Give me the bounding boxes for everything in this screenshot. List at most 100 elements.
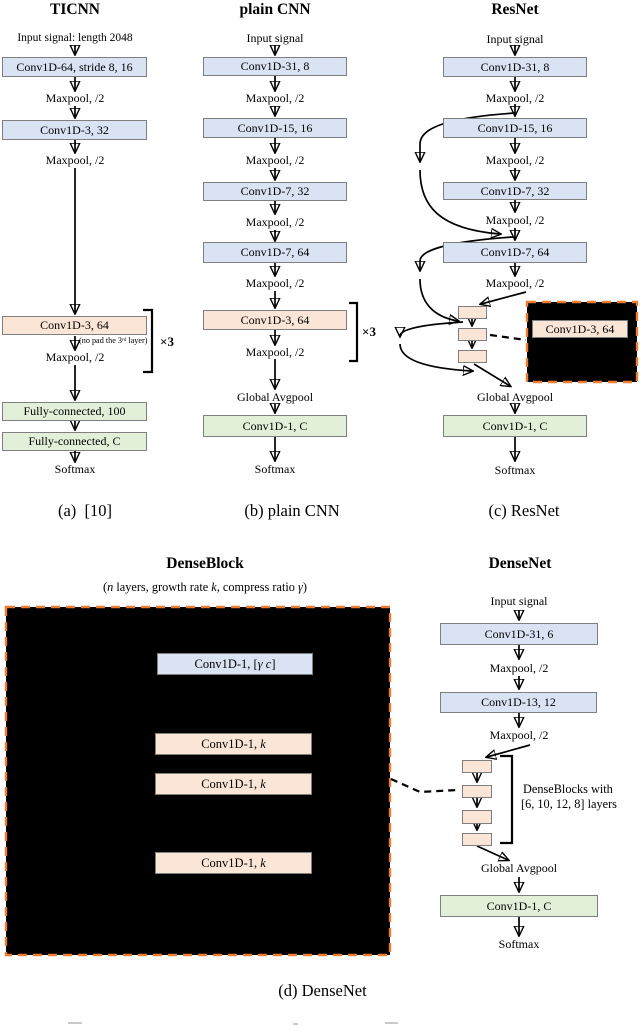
n-layers-brace	[313, 721, 333, 889]
denseblock-title: DenseBlock	[166, 555, 244, 572]
densenet-title: DenseNet	[488, 555, 552, 572]
ticnn-conv3-box: Conv1D-3, 64	[2, 316, 147, 335]
plain-cnn-title: plain CNN	[239, 1, 311, 18]
skip-connection-arc	[420, 112, 516, 161]
skip-connection-arc	[399, 343, 472, 371]
detail-dashed-link	[489, 333, 527, 342]
caption-c: (c) ResNet	[488, 501, 560, 520]
denseblocks-bracket	[500, 754, 514, 845]
ticnn-nopad-note: (no pad the 3ʳᵈ layer)	[79, 336, 148, 345]
denseblock-convk2-box: Conv1D-1, k	[155, 773, 312, 795]
resnet-arrows	[399, 45, 639, 460]
densenet-denseblock4	[462, 833, 492, 846]
densenet-softmax-label: Softmax	[498, 937, 540, 951]
resnet-resblock3	[458, 350, 487, 363]
plain-softmax-label: Softmax	[254, 462, 296, 476]
plain-pool4-label: Maxpool, /2	[245, 276, 305, 290]
ticnn-pool3-label: Maxpool, /2	[45, 350, 105, 364]
caption-b: (b) plain CNN	[244, 501, 340, 520]
resnet-pool4-label: Maxpool, /2	[485, 276, 545, 290]
denseblock-output-channels: ([ γ c]+nk channels)	[185, 917, 282, 931]
denseblock-input-label: Input (c channels)	[191, 622, 279, 636]
skip-connection-arc	[419, 278, 458, 321]
ticnn-conv2-box: Conv1D-3, 32	[2, 120, 147, 140]
resnet-pool2-label: Maxpool, /2	[485, 153, 545, 167]
resnet-conv1-box: Conv1D-31, 8	[443, 57, 587, 77]
densenet-gap-label: Global Avgpool	[480, 861, 558, 875]
cropped-text-artifact	[385, 1022, 398, 1024]
denseblock-dashed-link	[390, 777, 459, 794]
plain-gap-label: Global Avgpool	[236, 390, 314, 404]
plain-pool3-label: Maxpool, /2	[245, 215, 305, 229]
densenet-arrows	[390, 610, 531, 935]
plain-conv5-box: Conv1D-3, 64	[203, 310, 347, 330]
densenet-denseblock1	[462, 760, 492, 773]
densenet-blocks-label-1: DenseBlocks with	[523, 782, 613, 796]
dense-connection	[127, 743, 228, 764]
resnet-conv4-box: Conv1D-7, 64	[443, 242, 587, 263]
plain-conv2-box: Conv1D-15, 16	[203, 118, 347, 138]
ticnn-input-label: Input signal: length 2048	[17, 32, 133, 44]
repeat-bracket	[143, 308, 154, 374]
denseblock-convk3-box: Conv1D-1, k	[155, 852, 312, 874]
repeat-bracket	[349, 301, 359, 363]
denseblock-output-label: Output	[218, 902, 252, 916]
densenet-conv2-box: Conv1D-13, 12	[440, 692, 597, 713]
denseblock-compression-label: Channel Compression	[22, 655, 130, 669]
denseblock-subtitle: (n layers, growth rate k, compress ratio…	[103, 580, 307, 594]
denseblock-dense-label-1: Dense	[63, 884, 93, 898]
resnet-conv5-box: Conv1D-1, C	[443, 415, 587, 437]
plain-pool5-label: Maxpool, /2	[245, 345, 305, 359]
resnet-resblock1	[458, 306, 487, 319]
resnet-conv3-box: Conv1D-7, 32	[443, 182, 587, 200]
skip-connection-arc	[400, 321, 464, 336]
ticnn-title: TICNN	[50, 1, 100, 18]
skip-connection-arc	[419, 169, 500, 234]
resnet-conv2-box: Conv1D-15, 16	[443, 118, 587, 138]
plain-conv3-box: Conv1D-7, 32	[203, 182, 347, 201]
dense-connection	[151, 844, 236, 882]
denseblock-dense-label-2: connections	[49, 899, 107, 913]
resnet-resblock2	[458, 328, 487, 341]
densenet-input-label: Input signal	[490, 594, 548, 608]
ticnn-times3-label: ×3	[160, 334, 174, 349]
cropped-text-artifact	[293, 1023, 298, 1025]
ticnn-fc2-box: Fully-connected, C	[2, 432, 147, 451]
denseblock-avgpool-label: Avgpool, /3	[206, 690, 264, 704]
denseblock-dots: ⋮	[229, 811, 241, 823]
resnet-softmax-label: Softmax	[494, 463, 536, 477]
denseblock-convk1-box: Conv1D-1, k	[155, 733, 312, 755]
resnet-detail-pool-label: Maxpool, /2	[550, 350, 610, 364]
ticnn-arrows	[75, 45, 154, 461]
densenet-conv3-box: Conv1D-1, C	[440, 895, 598, 917]
plain-conv4-box: Conv1D-7, 64	[203, 242, 347, 263]
plain-conv1-box: Conv1D-31, 8	[203, 57, 347, 76]
dense-connection	[38, 717, 236, 794]
ticnn-fc1-box: Fully-connected, 100	[2, 402, 147, 421]
densenet-pool1-label: Maxpool, /2	[489, 661, 549, 675]
densenet-denseblock3	[462, 810, 492, 824]
plain-times3-label: ×3	[362, 324, 376, 339]
caption-a: (a) [10]	[57, 501, 113, 520]
skip-connection-arc	[420, 236, 514, 270]
densenet-pool2-label: Maxpool, /2	[489, 728, 549, 742]
cropped-text-artifact	[68, 1022, 82, 1024]
plain-conv6-box: Conv1D-1, C	[203, 415, 347, 437]
resnet-title: ResNet	[491, 1, 539, 18]
ticnn-pool2-label: Maxpool, /2	[45, 153, 105, 167]
compression-bracket	[142, 648, 155, 708]
plain-pool2-label: Maxpool, /2	[245, 153, 305, 167]
plain-cnn-arrows	[275, 45, 359, 460]
resnet-pool1-label: Maxpool, /2	[485, 91, 545, 105]
resnet-pool3-label: Maxpool, /2	[485, 213, 545, 227]
ticnn-pool1-label: Maxpool, /2	[45, 91, 105, 105]
densenet-denseblock2	[462, 785, 492, 798]
detail-dashed-box	[525, 300, 639, 384]
densenet-conv1-box: Conv1D-31, 6	[440, 623, 598, 645]
dense-connection	[115, 802, 236, 882]
ticnn-softmax-label: Softmax	[54, 462, 96, 476]
denseblock-nlayers-label: n layers	[336, 790, 376, 804]
resnet-detail-conv-box: Conv1D-3, 64	[532, 320, 628, 338]
